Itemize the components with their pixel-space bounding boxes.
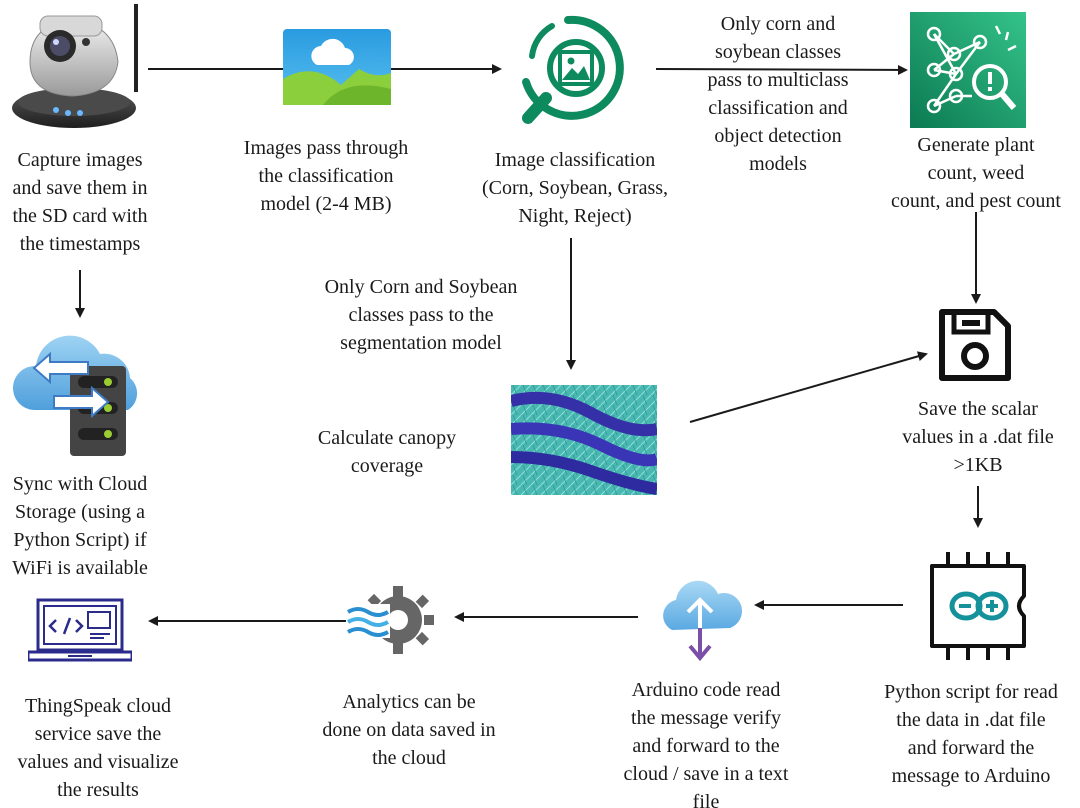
cloud-upload-icon	[663, 580, 743, 662]
canopy-label: Calculate canopy coverage	[317, 427, 457, 477]
image-classification-label: Image classification (Corn, Soybean, Gra…	[481, 149, 669, 227]
classification-input-label: Images pass through the classification m…	[243, 137, 409, 215]
segmentation-annotation: Only Corn and Soybean classes pass to th…	[324, 276, 518, 354]
laptop-code-icon	[28, 598, 132, 662]
python-script-label: Python script for read the data in .dat …	[884, 681, 1058, 787]
floppy-disk-icon	[939, 309, 1011, 381]
detection-label: Generate plant count, weed count, and pe…	[891, 134, 1061, 212]
neural-network-detection-icon	[910, 12, 1026, 128]
segmentation-image	[511, 385, 657, 495]
image-search-icon	[522, 15, 624, 124]
capture-label: Capture images and save them in the SD c…	[12, 149, 148, 255]
multiclass-annotation: Only corn and soybean classes pass to mu…	[707, 13, 849, 175]
arduino-code-label: Arduino code read the message verify and…	[623, 679, 789, 808]
save-dat-label: Save the scalar values in a .dat file >1…	[902, 398, 1054, 476]
ip-camera-icon	[12, 4, 138, 128]
arduino-board-icon	[930, 552, 1026, 660]
thingspeak-label: ThingSpeak cloud service save the values…	[17, 695, 179, 801]
arrow-classifier-to-detection	[655, 64, 908, 75]
cloud-server-sync-icon	[12, 335, 138, 456]
analytics-label: Analytics can be done on data saved in t…	[322, 691, 496, 769]
cloud-sync-label: Sync with Cloud Storage (using a Python …	[12, 473, 148, 579]
image-file-icon	[283, 29, 391, 105]
data-gear-icon	[346, 586, 434, 654]
arrow-segmentation-to-save	[689, 351, 928, 423]
